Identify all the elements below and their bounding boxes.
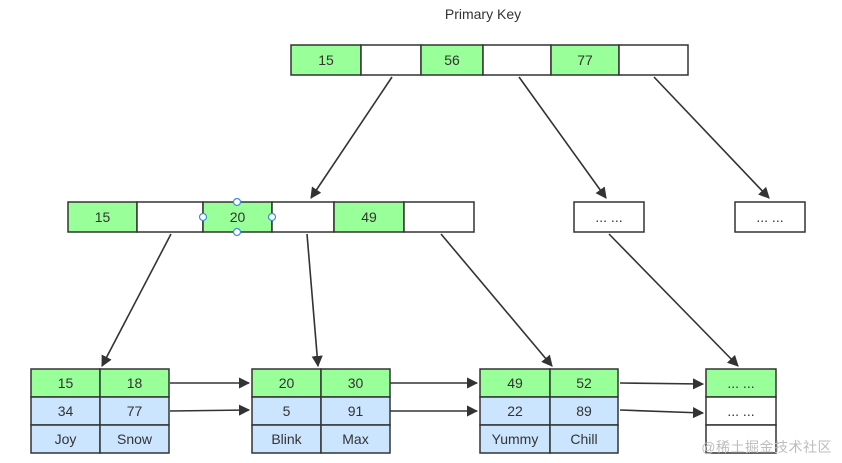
placeholder-node xyxy=(734,201,806,233)
root-pointer-cell xyxy=(360,44,422,76)
leaf-name-cell xyxy=(251,424,322,454)
placeholder-node xyxy=(573,201,645,233)
leaf-age-cell xyxy=(479,396,551,426)
placeholder-leaf-cell xyxy=(705,424,777,454)
root-key-text: 56 xyxy=(444,52,460,68)
leaf-name-text: Blink xyxy=(271,431,302,447)
internal-pointer-cell xyxy=(271,201,335,233)
leaf-key-cell xyxy=(320,368,391,398)
leaf-name-text: Snow xyxy=(117,431,153,447)
internal-key-text: 49 xyxy=(361,209,377,225)
internal-key-cell xyxy=(333,201,405,233)
root-key-text: 15 xyxy=(318,52,334,68)
tree-edge-arrow xyxy=(101,233,172,367)
leaf-link-arrow xyxy=(619,378,705,390)
diagram-title: Primary Key xyxy=(444,6,522,22)
internal-key-text: 15 xyxy=(95,209,111,225)
root-key-cell xyxy=(550,44,620,76)
selection-handle xyxy=(232,227,242,237)
leaf-key-text: 49 xyxy=(507,375,523,391)
leaf-age-text: 91 xyxy=(348,403,364,419)
placeholder-leaf-cell xyxy=(705,368,777,398)
leaf-key-text: 30 xyxy=(348,375,364,391)
leaf-age-text: 5 xyxy=(283,403,291,419)
watermark: @稀土掘金技术社区 xyxy=(701,439,832,455)
leaf-age-text: 34 xyxy=(58,403,74,419)
root-pointer-cell xyxy=(482,44,552,76)
leaf-key-text: 18 xyxy=(127,375,143,391)
leaf-name-cell xyxy=(99,424,170,454)
tree-edge-arrow xyxy=(306,233,323,368)
root-key-text: 77 xyxy=(577,52,593,68)
placeholder-leaf-text: ... ... xyxy=(727,403,754,419)
leaf-name-text: Yummy xyxy=(492,431,539,447)
leaf-link-arrow xyxy=(619,407,705,419)
leaf-age-text: 22 xyxy=(507,403,523,419)
leaf-age-text: 89 xyxy=(576,403,592,419)
leaf-key-cell xyxy=(99,368,170,398)
leaf-age-text: 77 xyxy=(127,403,143,419)
tree-edge-arrow xyxy=(608,233,739,367)
root-key-cell xyxy=(420,44,484,76)
placeholder-text: ... ... xyxy=(756,209,783,225)
leaf-key-text: 52 xyxy=(576,375,592,391)
leaf-key-text: 20 xyxy=(279,375,295,391)
selection-handle xyxy=(267,212,277,222)
tree-edge-arrow xyxy=(653,76,770,199)
leaf-link-arrow xyxy=(169,404,251,416)
leaf-age-cell xyxy=(549,396,619,426)
leaf-name-text: Chill xyxy=(570,431,597,447)
internal-key-text: 20 xyxy=(230,209,246,225)
leaf-name-cell xyxy=(479,424,551,454)
leaf-name-cell xyxy=(320,424,391,454)
leaf-name-cell xyxy=(549,424,619,454)
selection-handle xyxy=(198,212,208,222)
tree-edge-arrow xyxy=(440,233,553,367)
leaf-key-cell xyxy=(549,368,619,398)
root-key-cell xyxy=(290,44,362,76)
root-pointer-cell xyxy=(618,44,689,76)
leaf-key-text: 15 xyxy=(58,375,74,391)
leaf-key-cell xyxy=(479,368,551,398)
leaf-name-cell xyxy=(30,424,101,454)
leaf-age-cell xyxy=(251,396,322,426)
placeholder-leaf-text: ... ... xyxy=(727,375,754,391)
leaf-age-cell xyxy=(99,396,170,426)
internal-pointer-cell xyxy=(136,201,204,233)
selection-handle xyxy=(232,197,242,207)
tree-edge-arrow xyxy=(518,76,607,199)
placeholder-text: ... ... xyxy=(595,209,622,225)
leaf-name-text: Joy xyxy=(55,431,77,447)
leaf-name-text: Max xyxy=(342,431,368,447)
tree-edge-arrow xyxy=(310,76,393,199)
internal-pointer-cell xyxy=(403,201,475,233)
